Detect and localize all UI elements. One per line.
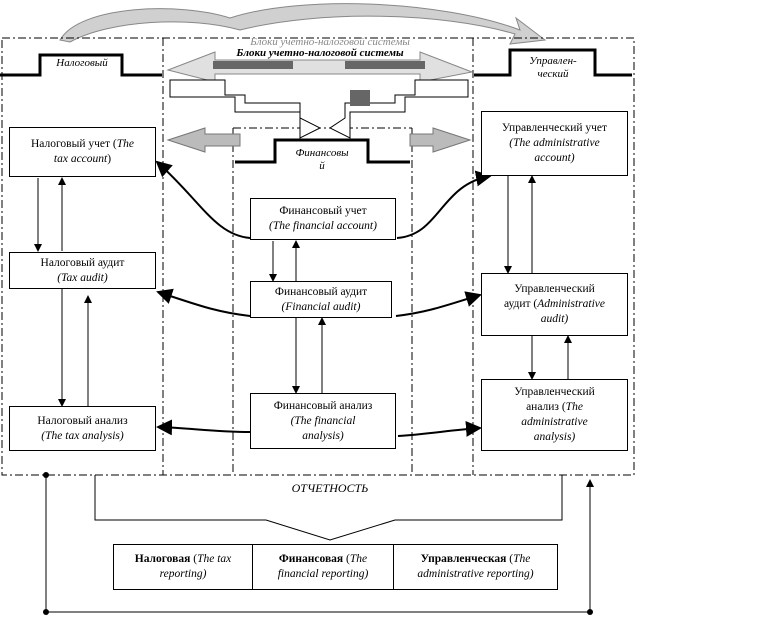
admin-vertical-arrows — [504, 175, 572, 380]
tax-vertical-arrows — [34, 177, 92, 407]
down-white-arrow-right — [329, 79, 469, 139]
left-double-arrow — [166, 127, 241, 153]
header-dark-bar-left — [213, 61, 293, 69]
admin-analysis-box: Управленческий анализ (The administrativ… — [481, 379, 628, 451]
tax-audit-box: Налоговый аудит (Tax audit) — [9, 252, 156, 289]
down-white-arrow-left — [169, 79, 322, 139]
admin-reporting-box: Управленческая (The administrative repor… — [393, 544, 558, 590]
financial-connectors — [155, 160, 492, 437]
reporting-title: ОТЧЕТНОСТЬ — [291, 481, 369, 495]
loop-node-left-bottom — [43, 609, 49, 615]
tax-column-label: Налоговый — [56, 57, 108, 69]
tax-reporting-box: Налоговая (The tax reporting) — [113, 544, 253, 590]
loop-node-right-bottom — [587, 609, 593, 615]
right-double-arrow — [409, 127, 472, 153]
header-title-shadow: Блоки учетно-налоговой системы — [250, 36, 410, 48]
top-arc-arrow — [59, 3, 547, 45]
admin-column-tab — [474, 48, 632, 77]
financial-account-box: Финансовый учет (The financial account) — [250, 198, 396, 240]
admin-audit-box: Управленческий аудит (Administrative aud… — [481, 273, 628, 336]
tax-account-box: Налоговый учет (The tax account) — [9, 127, 156, 177]
loop-node-left-top — [43, 472, 49, 478]
tax-analysis-box: Налоговый анализ (The tax analysis) — [9, 406, 156, 451]
tax-column-tab — [0, 53, 162, 77]
financial-column-tab — [235, 138, 410, 164]
feedback-loop — [45, 475, 594, 613]
reporting-bracket — [94, 475, 563, 541]
outer-frame — [1, 37, 635, 476]
financial-analysis-box: Финансовый анализ (The financial analysi… — [250, 393, 396, 449]
header-gray-arrow — [166, 51, 474, 83]
financial-reporting-box: Финансовая (The financial reporting) — [252, 544, 394, 590]
down-dark-bar — [350, 90, 370, 106]
admin-column-label: Управлен-ческий — [529, 55, 577, 80]
admin-account-box: Управленческий учет (The administrative … — [481, 111, 628, 176]
header-dark-bar-right — [345, 61, 425, 69]
financial-audit-box: Финансовый аудит (Financial audit) — [250, 281, 392, 318]
financial-vertical-arrows — [269, 240, 326, 394]
header-title: Блоки учетно-налоговой системы — [236, 47, 404, 59]
